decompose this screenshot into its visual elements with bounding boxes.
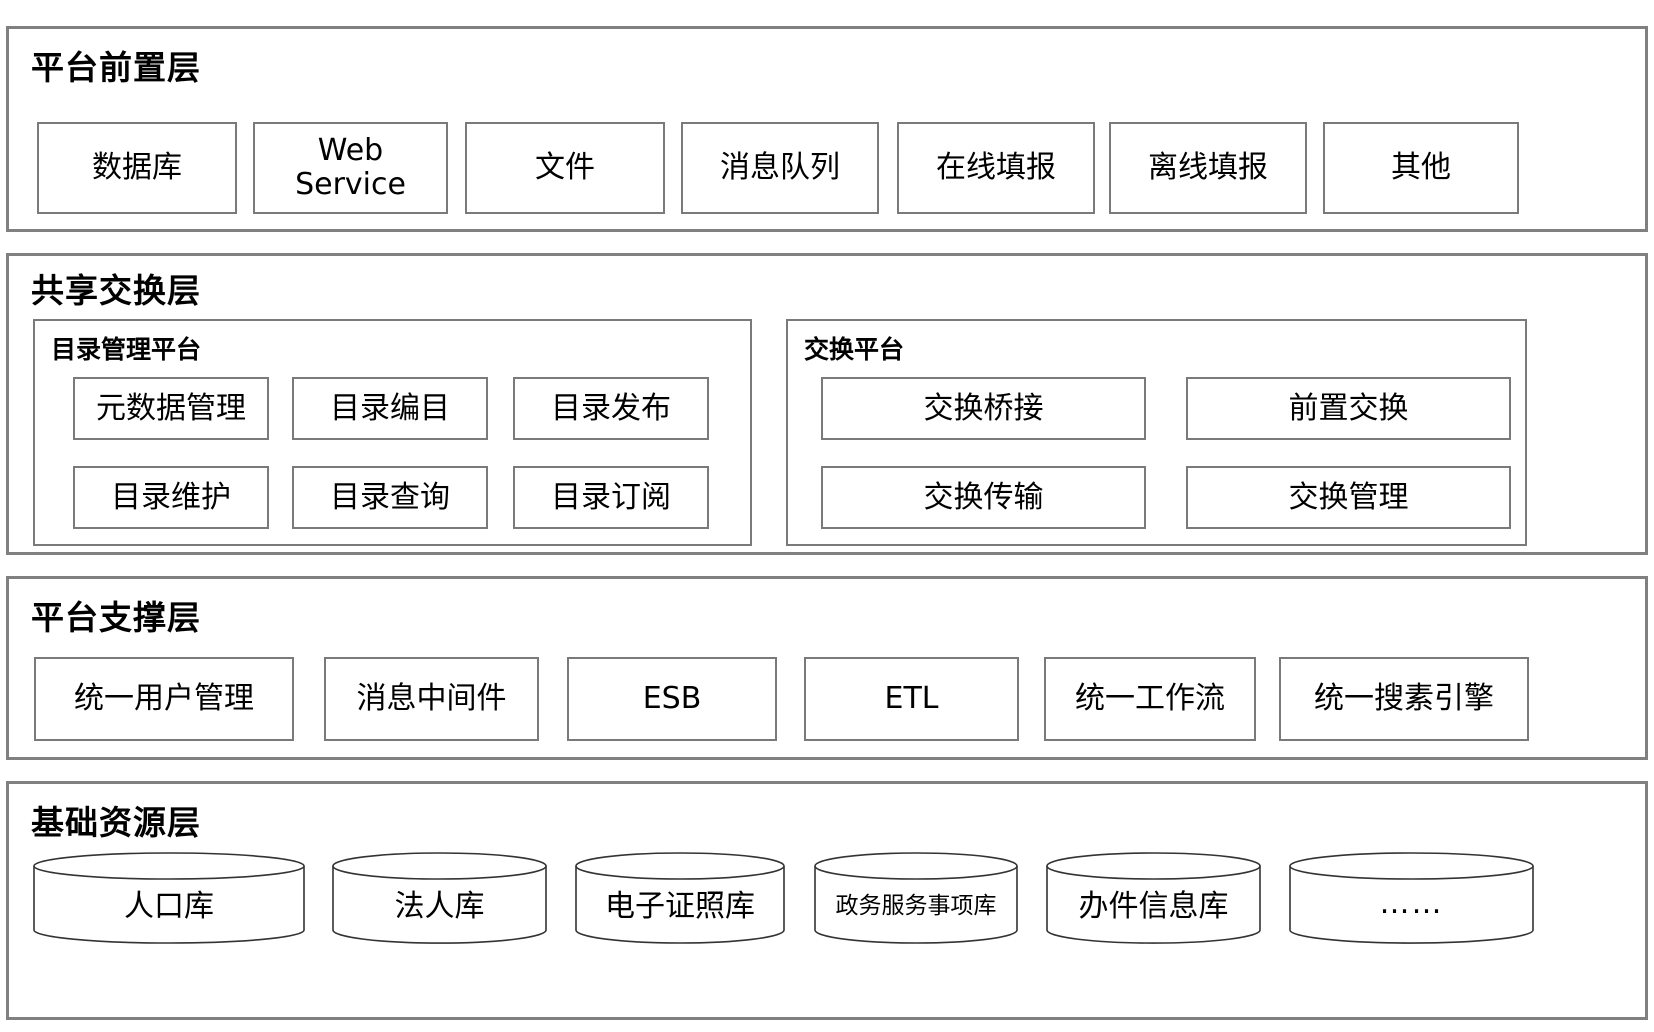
database-label: 人口库 xyxy=(124,889,214,924)
node-catalog-query[interactable]: 目录查询 xyxy=(292,466,488,529)
database-electronic-license[interactable]: 电子证照库 xyxy=(575,852,785,944)
base-resource-database-row: 人口库 法人库 电子证照库 xyxy=(9,852,1645,947)
database-label: …… xyxy=(1379,885,1444,921)
layer-title-platform-support: 平台支撑层 xyxy=(31,598,201,637)
layer-title-platform-front: 平台前置层 xyxy=(31,48,201,87)
cylinder-icon xyxy=(1046,852,1261,944)
node-esb[interactable]: ESB xyxy=(567,657,777,741)
cylinder-icon xyxy=(575,852,785,944)
node-exchange-bridge[interactable]: 交换桥接 xyxy=(821,377,1146,440)
node-front-exchange[interactable]: 前置交换 xyxy=(1186,377,1511,440)
database-label: 办件信息库 xyxy=(1078,889,1229,924)
node-catalog-cataloging[interactable]: 目录编目 xyxy=(292,377,488,440)
node-etl[interactable]: ETL xyxy=(804,657,1019,741)
layer-title-base-resource: 基础资源层 xyxy=(31,803,201,842)
platform-support-node-row: 统一用户管理 消息中间件 ESB ETL 统一工作流 统一搜素引擎 xyxy=(9,657,1645,741)
cylinder-icon xyxy=(814,852,1018,944)
cylinder-icon xyxy=(33,852,305,944)
node-message-middleware[interactable]: 消息中间件 xyxy=(324,657,539,741)
node-exchange-management[interactable]: 交换管理 xyxy=(1186,466,1511,529)
layer-shared-exchange: 共享交换层 目录管理平台 元数据管理 目录编目 目录发布 目录维护 目录查询 目… xyxy=(6,253,1648,555)
database-label: 政务服务事项库 xyxy=(835,893,997,919)
node-exchange-transfer[interactable]: 交换传输 xyxy=(821,466,1146,529)
node-file[interactable]: 文件 xyxy=(465,122,665,214)
panel-catalog-management: 目录管理平台 元数据管理 目录编目 目录发布 目录维护 目录查询 目录订阅 xyxy=(33,319,752,546)
node-other[interactable]: 其他 xyxy=(1323,122,1519,214)
platform-front-node-row: 数据库 Web Service 文件 消息队列 在线填报 离线填报 其他 xyxy=(9,122,1645,214)
node-unified-user-management[interactable]: 统一用户管理 xyxy=(34,657,294,741)
node-web-service[interactable]: Web Service xyxy=(253,122,448,214)
cylinder-icon xyxy=(332,852,547,944)
node-metadata-management[interactable]: 元数据管理 xyxy=(73,377,269,440)
database-label: 法人库 xyxy=(394,889,485,924)
database-case-information[interactable]: 办件信息库 xyxy=(1046,852,1261,944)
database-more[interactable]: …… xyxy=(1289,852,1534,944)
panel-title-exchange-platform: 交换平台 xyxy=(804,335,905,364)
layer-base-resource: 基础资源层 人口库 法人库 xyxy=(6,781,1648,1020)
cylinder-icon xyxy=(1289,852,1534,944)
database-population[interactable]: 人口库 xyxy=(33,852,305,944)
node-online-report[interactable]: 在线填报 xyxy=(897,122,1095,214)
node-message-queue[interactable]: 消息队列 xyxy=(681,122,879,214)
database-legal-person[interactable]: 法人库 xyxy=(332,852,547,944)
node-catalog-maintenance[interactable]: 目录维护 xyxy=(73,466,269,529)
panel-exchange-platform: 交换平台 交换桥接 前置交换 交换传输 交换管理 xyxy=(786,319,1527,546)
database-label: 电子证照库 xyxy=(605,889,755,924)
node-offline-report[interactable]: 离线填报 xyxy=(1109,122,1307,214)
node-catalog-publish[interactable]: 目录发布 xyxy=(513,377,709,440)
layer-platform-front: 平台前置层 数据库 Web Service 文件 消息队列 在线填报 离线填报 … xyxy=(6,26,1648,232)
panel-title-catalog-management: 目录管理平台 xyxy=(51,335,202,364)
node-catalog-subscribe[interactable]: 目录订阅 xyxy=(513,466,709,529)
node-unified-workflow[interactable]: 统一工作流 xyxy=(1044,657,1256,741)
layer-title-shared-exchange: 共享交换层 xyxy=(31,271,201,310)
node-database[interactable]: 数据库 xyxy=(37,122,237,214)
node-unified-search-engine[interactable]: 统一搜素引擎 xyxy=(1279,657,1529,741)
layer-platform-support: 平台支撑层 统一用户管理 消息中间件 ESB ETL 统一工作流 统一搜素引擎 xyxy=(6,576,1648,760)
database-government-service-items[interactable]: 政务服务事项库 xyxy=(814,852,1018,944)
